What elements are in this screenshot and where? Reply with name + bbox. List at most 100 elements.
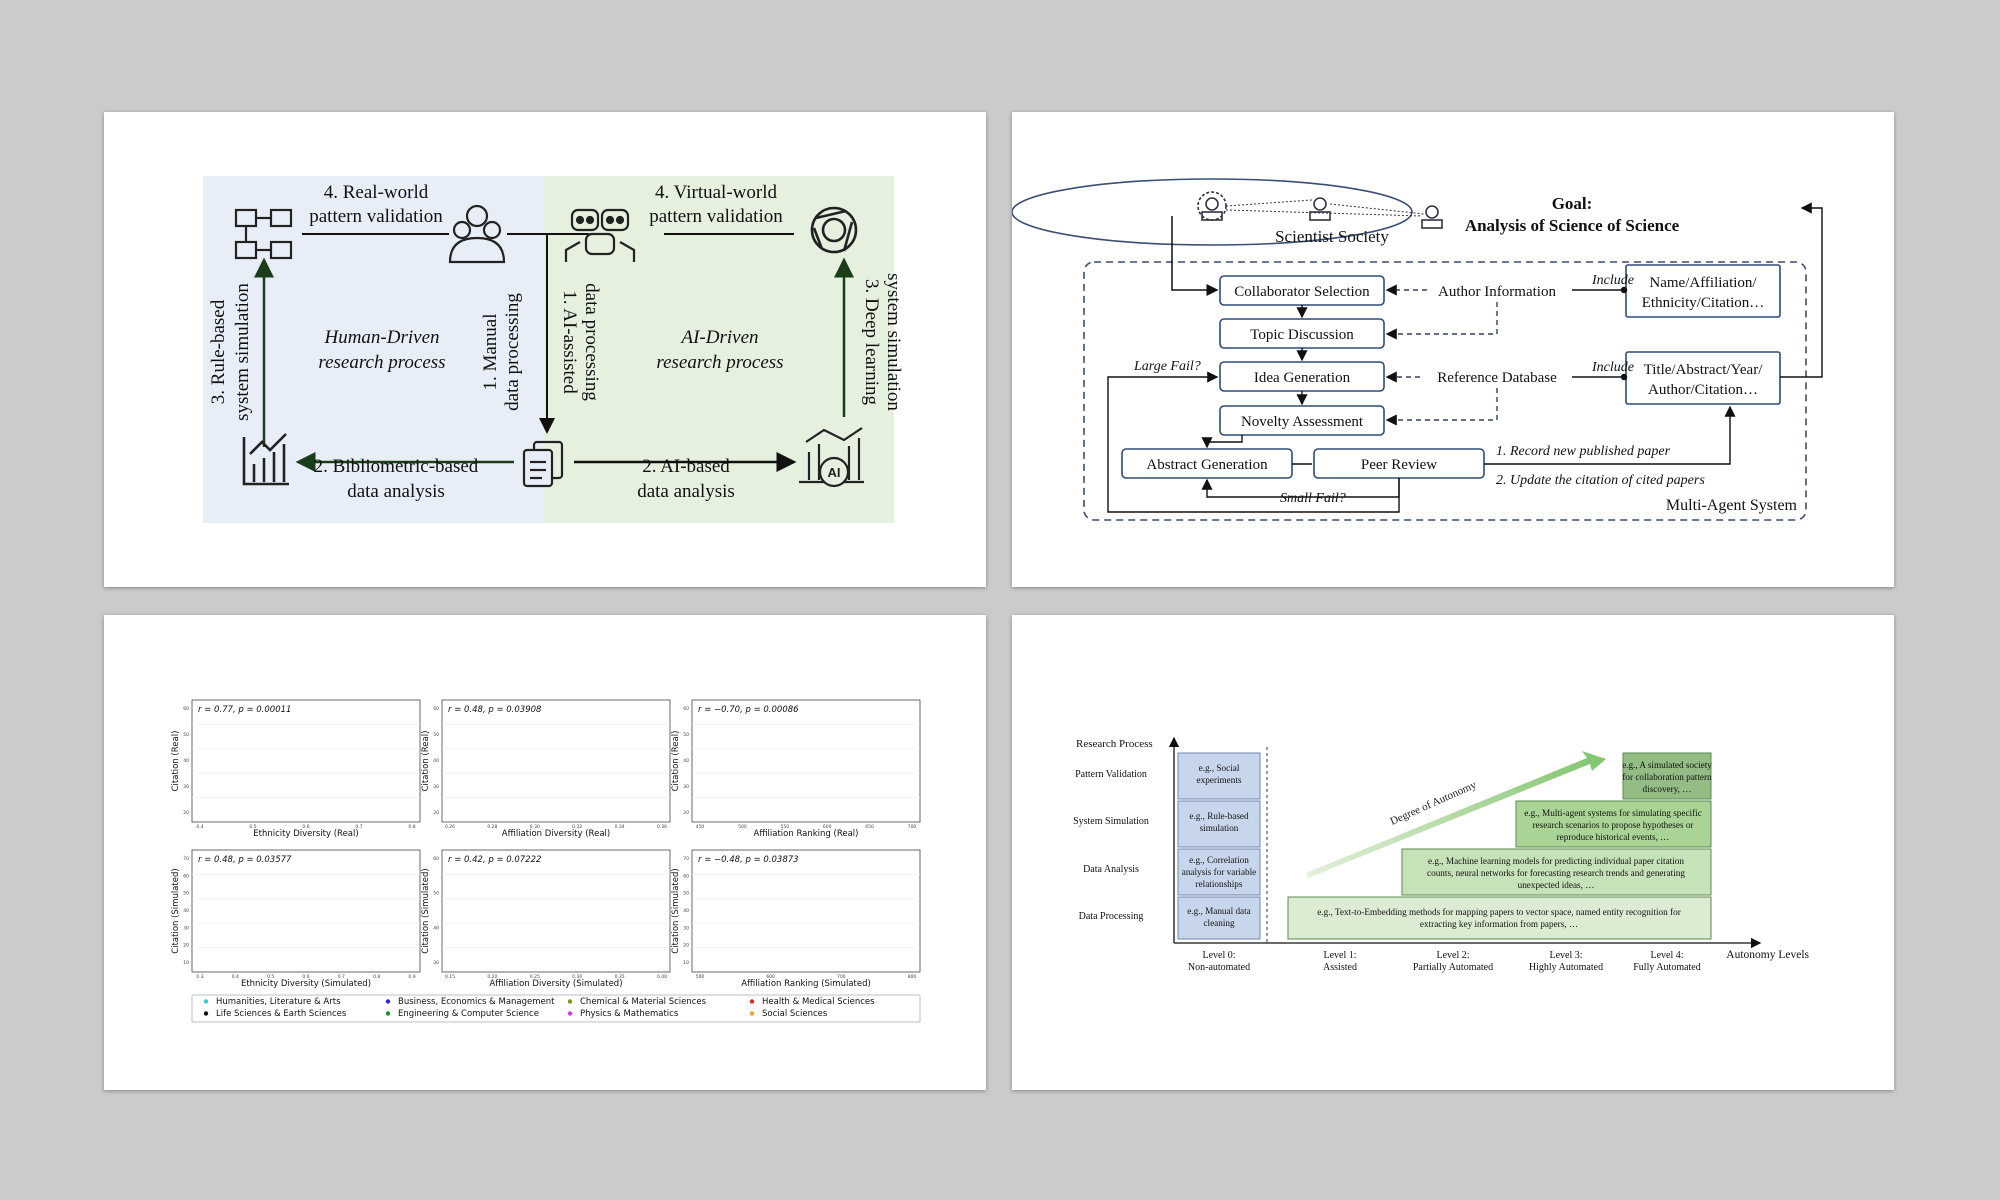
legend-item-label: Business, Economics & Management bbox=[398, 997, 555, 1007]
legend-marker bbox=[567, 999, 573, 1004]
level0-simulation-box bbox=[1177, 800, 1261, 848]
x-tick-label: 0.8 bbox=[408, 824, 415, 830]
level1-desc: Assisted bbox=[1323, 962, 1357, 973]
goal-title: Analysis of Science of Science bbox=[1465, 216, 1680, 235]
level4-name: Level 4: bbox=[1650, 950, 1683, 961]
y-tick-label: 30 bbox=[683, 784, 689, 790]
x-tick-label: 0.4 bbox=[196, 824, 203, 830]
level0-pattern-box bbox=[1177, 752, 1261, 800]
real-world-label-1: 4. Real-world bbox=[324, 182, 429, 203]
ai-process-label-1: AI-Driven bbox=[679, 327, 758, 348]
level0-analysis-text-3: relationships bbox=[1196, 879, 1243, 889]
level1-text-2: extracting key information from papers, … bbox=[1420, 919, 1578, 929]
novelty-assessment-label: Novelty Assessment bbox=[1241, 414, 1364, 430]
panel-y-label: Citation (Real) bbox=[671, 731, 681, 792]
level0-analysis-box bbox=[1177, 848, 1261, 896]
collaborator-selection-label: Collaborator Selection bbox=[1234, 284, 1370, 300]
level0-sim-text-1: e.g., Rule-based bbox=[1189, 811, 1249, 821]
level3-name: Level 3: bbox=[1549, 950, 1582, 961]
x-tick-label: 0.30 bbox=[530, 824, 540, 830]
ai-badge: AI bbox=[828, 465, 841, 480]
name-box-line1: Name/Affiliation/ bbox=[1649, 275, 1757, 291]
x-tick-label: 0.26 bbox=[445, 824, 455, 830]
x-tick-label: 0.36 bbox=[657, 824, 667, 830]
level3-text-3: reproduce historical events, … bbox=[1557, 832, 1670, 842]
y-tick-label: 10 bbox=[683, 960, 689, 966]
level0-processing-text-1: e.g., Manual data bbox=[1187, 906, 1251, 916]
panel-x-label: Ethnicity Diversity (Simulated) bbox=[241, 979, 371, 989]
scatter-panel-frame bbox=[691, 699, 921, 823]
x-tick-label: 700 bbox=[837, 974, 846, 980]
y-tick-label: 30 bbox=[433, 960, 439, 966]
y-tick-label: 60 bbox=[433, 706, 439, 712]
row-data-processing: Data Processing bbox=[1079, 911, 1144, 922]
topic-discussion-label: Topic Discussion bbox=[1250, 327, 1354, 343]
y-tick-label: 50 bbox=[183, 732, 189, 738]
manual-label-1: 1. Manual bbox=[480, 313, 501, 390]
panel-stat-label: r = 0.77, p = 0.00011 bbox=[198, 705, 291, 715]
x-axis-title: Autonomy Levels bbox=[1726, 949, 1809, 961]
panel-y-label: Citation (Simulated) bbox=[671, 868, 681, 953]
slide-multi-agent-system[interactable]: Scientist Society Goal: Analysis of Scie… bbox=[1012, 112, 1894, 587]
legend-item-label: Chemical & Material Sciences bbox=[580, 997, 707, 1007]
deep-learning-label-1: 3. Deep learning bbox=[861, 279, 882, 406]
legend-marker bbox=[385, 1011, 391, 1016]
x-tick-label: 0.15 bbox=[445, 974, 455, 980]
reference-db-label: Reference Database bbox=[1437, 370, 1557, 386]
x-tick-label: 0.3 bbox=[196, 974, 203, 980]
scientist-icons bbox=[1197, 191, 1443, 229]
goal-label: Goal: bbox=[1552, 194, 1593, 213]
level0-desc: Non-automated bbox=[1188, 962, 1250, 973]
y-tick-label: 40 bbox=[683, 758, 689, 764]
row-system-simulation: System Simulation bbox=[1073, 816, 1149, 827]
level3-simulation-box bbox=[1515, 800, 1712, 848]
author-info-label: Author Information bbox=[1438, 284, 1556, 300]
panel-stat-label: r = −0.48, p = 0.03873 bbox=[698, 855, 799, 865]
row-data-analysis: Data Analysis bbox=[1083, 864, 1139, 875]
y-tick-label: 30 bbox=[433, 784, 439, 790]
legend-marker bbox=[749, 999, 755, 1004]
y-tick-label: 30 bbox=[183, 925, 189, 931]
panel-x-label: Affiliation Ranking (Simulated) bbox=[741, 979, 871, 989]
title-box-line1: Title/Abstract/Year/ bbox=[1644, 362, 1764, 378]
legend-marker bbox=[203, 1011, 209, 1016]
scatter-panel-frame bbox=[691, 849, 921, 973]
x-tick-label: 500 bbox=[696, 974, 705, 980]
slide-research-paradigm[interactable]: AI 4. Real-world pattern validation 4. V… bbox=[104, 112, 986, 587]
row-pattern-validation: Pattern Validation bbox=[1075, 769, 1147, 780]
level4-text-1: e.g., A simulated society bbox=[1622, 760, 1712, 770]
panel-stat-label: r = 0.48, p = 0.03577 bbox=[198, 855, 292, 865]
y-tick-label: 70 bbox=[183, 856, 189, 862]
ai-assisted-label-2: data processing bbox=[581, 283, 602, 401]
level4-desc: Fully Automated bbox=[1633, 962, 1701, 973]
legend-marker bbox=[567, 1011, 573, 1016]
y-tick-label: 10 bbox=[183, 960, 189, 966]
y-tick-label: 60 bbox=[183, 873, 189, 879]
human-process-label-2: research process bbox=[318, 352, 445, 373]
level2-text-2: counts, neural networks for forecasting … bbox=[1427, 868, 1685, 878]
name-box-line2: Ethnicity/Citation… bbox=[1642, 295, 1765, 311]
panel-y-label: Citation (Real) bbox=[171, 731, 181, 792]
x-tick-label: 0.6 bbox=[302, 824, 309, 830]
y-tick-label: 60 bbox=[183, 706, 189, 712]
record-label: 1. Record new published paper bbox=[1496, 444, 1671, 459]
slide-autonomy-levels[interactable]: Research Process Autonomy Levels Pattern… bbox=[1012, 615, 1894, 1090]
level1-text-1: e.g., Text-to-Embedding methods for mapp… bbox=[1317, 907, 1681, 917]
y-tick-label: 40 bbox=[433, 758, 439, 764]
flowchart-icon bbox=[234, 208, 293, 260]
x-tick-label: 0.7 bbox=[355, 824, 362, 830]
human-process-label-1: Human-Driven bbox=[323, 327, 439, 348]
x-tick-label: 0.5 bbox=[249, 824, 256, 830]
panel-x-label: Affiliation Ranking (Real) bbox=[754, 829, 859, 839]
scientist-society-ellipse bbox=[1012, 178, 1413, 246]
level0-pattern-text-2: experiments bbox=[1197, 775, 1242, 785]
manual-label-2: data processing bbox=[502, 293, 523, 411]
y-tick-label: 30 bbox=[683, 925, 689, 931]
panel-x-label: Ethnicity Diversity (Real) bbox=[253, 829, 358, 839]
real-world-label-2: pattern validation bbox=[309, 206, 443, 227]
x-tick-label: 500 bbox=[738, 824, 747, 830]
rule-based-label-2: system simulation bbox=[232, 283, 253, 421]
autonomy-arrow-label: Degree of Autonomy bbox=[1388, 779, 1478, 828]
